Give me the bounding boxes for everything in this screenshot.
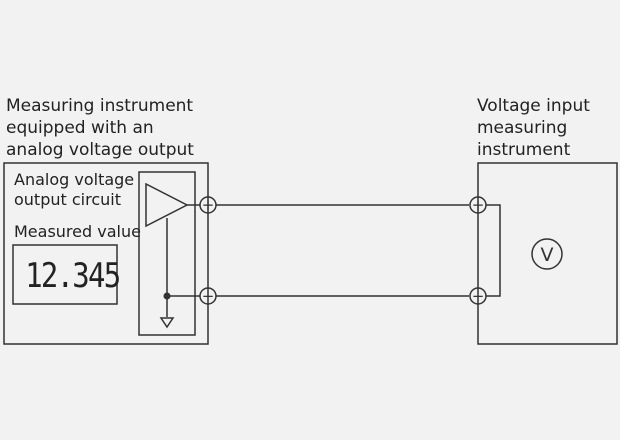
left-instrument-box (3, 162, 209, 345)
right-instrument-title: Voltage input measuring instrument (477, 95, 590, 161)
right-minus-sign: − (472, 287, 485, 305)
left-title-line-2: equipped with an (6, 118, 154, 138)
output-circuit-box (138, 171, 196, 336)
right-title-line-1: Voltage input (477, 96, 590, 116)
left-title-line-1: Measuring instrument (6, 96, 194, 116)
amplifier-symbol (145, 182, 189, 228)
left-title-line-3: analog voltage output (6, 140, 194, 160)
right-plus-sign: + (472, 196, 485, 214)
circuit-label: Analog voltage output circuit (14, 170, 134, 210)
lcd-display-box (12, 244, 118, 305)
left-plus-sign: + (202, 196, 215, 214)
ground-icon (159, 317, 175, 329)
circuit-label-line-2: output circuit (14, 190, 121, 209)
left-minus-terminal (199, 287, 217, 305)
junction-dot (163, 292, 171, 300)
left-plus-terminal (199, 196, 217, 214)
left-minus-sign: − (202, 287, 215, 305)
right-plus-terminal (469, 196, 487, 214)
measured-value-label: Measured value (14, 222, 141, 241)
left-instrument-title: Measuring instrument equipped with an an… (6, 95, 194, 161)
right-title-line-3: instrument (477, 140, 571, 160)
voltmeter-icon (531, 238, 563, 270)
lcd-display-value: 12.345 (25, 256, 121, 296)
circuit-label-line-1: Analog voltage (14, 170, 135, 189)
meter-wire (486, 204, 501, 297)
right-title-line-2: measuring (477, 118, 568, 138)
voltmeter-symbol: V (541, 244, 554, 266)
right-minus-terminal (469, 287, 487, 305)
right-instrument-box (477, 162, 618, 345)
